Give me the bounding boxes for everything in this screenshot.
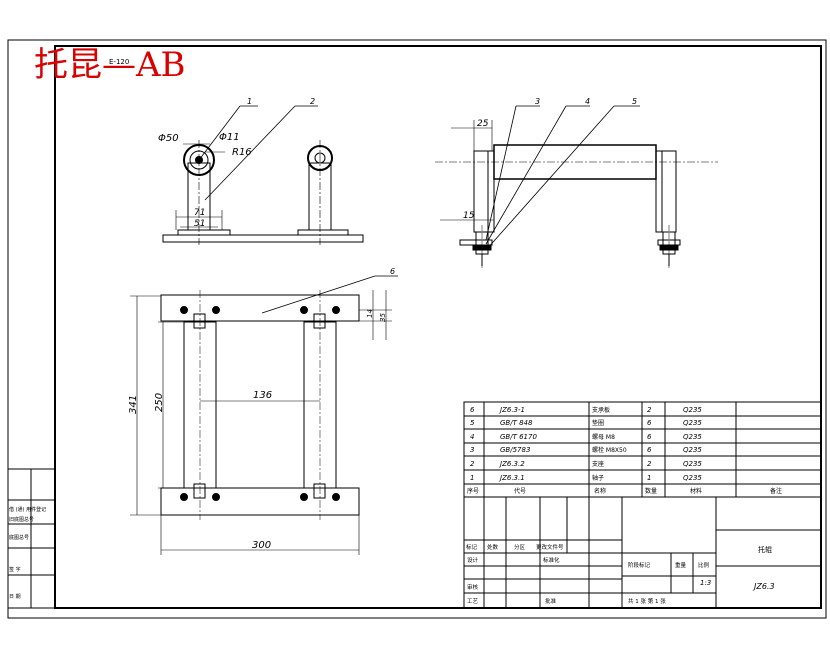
- part-row-no: 1: [470, 474, 474, 482]
- part-row-material: Q235: [683, 406, 702, 414]
- sheet-title: 托昆—AB: [34, 45, 186, 85]
- outer-border: [7, 39, 827, 619]
- strip-row-1: 旧底图总号: [9, 516, 34, 523]
- tb-weight: 重量: [675, 561, 687, 569]
- part-row-code: JZ6.3.1: [498, 474, 525, 482]
- dim-51: 51: [194, 219, 205, 229]
- parts-header-note: 备注: [770, 487, 782, 495]
- strip-row-4: 日 期: [9, 594, 21, 600]
- tb-sheets: 共 1 张 第 1 张: [628, 597, 666, 605]
- part-row-name: 支座: [592, 460, 604, 468]
- balloon-6: 6: [390, 267, 395, 276]
- strip-row-3: 签 字: [9, 566, 21, 573]
- part-row-name: 螺栓 M8X50: [592, 446, 627, 454]
- balloon-1: 1: [247, 97, 252, 106]
- tb-change-doc: 更改文件号: [536, 543, 564, 551]
- tb-mark: 标记: [466, 543, 478, 551]
- front-view: [162, 105, 364, 245]
- part-row-qty: 1: [647, 474, 651, 482]
- parts-list-grid: [463, 401, 822, 498]
- tb-stage: 阶段标记: [628, 561, 651, 569]
- balloon-5: 5: [632, 97, 637, 106]
- part-row-no: 3: [470, 446, 474, 454]
- balloon-2: 2: [310, 97, 315, 106]
- balloon-3: 3: [535, 97, 540, 106]
- part-row-code: GB/T 848: [500, 419, 533, 427]
- small-code: E-120: [109, 58, 129, 66]
- part-row-no: 5: [470, 419, 475, 427]
- inner-frame: [54, 45, 822, 609]
- part-row-material: Q235: [683, 474, 702, 482]
- tb-standardize: 标准化: [543, 556, 560, 564]
- left-strip: [7, 468, 56, 609]
- parts-header-name: 名称: [594, 487, 606, 495]
- dim-14: 14: [366, 309, 374, 318]
- strip-row-2: 底图总号: [9, 534, 29, 541]
- part-row-no: 2: [470, 460, 475, 468]
- dim-250: 250: [154, 393, 165, 412]
- tb-check: 审核: [467, 583, 479, 591]
- tb-drawing-no: JZ6.3: [752, 582, 775, 591]
- part-row-name: 支承板: [592, 406, 610, 414]
- parts-header-qty: 数量: [645, 487, 657, 495]
- tb-zone: 分区: [514, 543, 526, 551]
- part-row-name: 轴子: [592, 474, 604, 482]
- part-row-qty: 6: [647, 446, 652, 454]
- dim-71: 71: [194, 208, 205, 218]
- tb-design: 设计: [467, 556, 479, 564]
- part-row-qty: 2: [647, 460, 652, 468]
- part-row-no: 6: [470, 406, 475, 414]
- parts-rows: 6 JZ6.3-1 支承板 2 Q235 5 GB/T 848 垫圈 6 Q23…: [467, 406, 782, 495]
- tb-scale: 比例: [698, 561, 710, 569]
- dim-phi50: Φ50: [158, 133, 179, 144]
- plan-view: [130, 275, 398, 555]
- part-row-material: Q235: [683, 446, 702, 454]
- part-row-name: 垫圈: [592, 419, 604, 427]
- parts-header-no: 序号: [467, 487, 479, 495]
- part-row-name: 螺母 M8: [592, 433, 615, 441]
- part-row-qty: 6: [647, 433, 652, 441]
- parts-header-code: 代号: [514, 487, 526, 495]
- part-row-qty: 6: [647, 419, 652, 427]
- part-row-code: JZ6.3.2: [498, 460, 525, 468]
- dim-r16: R16: [232, 147, 252, 158]
- dim-15: 15: [463, 211, 475, 221]
- dim-300: 300: [252, 540, 271, 551]
- dim-35: 35: [379, 313, 387, 322]
- side-view: [435, 105, 718, 268]
- tb-scale-value: 1:3: [700, 579, 711, 587]
- tb-craft: 工艺: [467, 598, 479, 605]
- balloon-4: 4: [585, 97, 590, 106]
- tb-part-name: 托辊: [758, 545, 772, 554]
- part-row-material: Q235: [683, 433, 702, 441]
- part-row-code: GB/T 6170: [500, 433, 537, 441]
- tb-count: 处数: [487, 543, 499, 551]
- dim-phi11: Φ11: [219, 132, 240, 143]
- strip-row-0: 借 (通) 用件登记: [9, 506, 46, 513]
- part-row-material: Q235: [683, 419, 702, 427]
- title-block-grid: [463, 496, 822, 609]
- tb-approve: 批准: [545, 597, 557, 605]
- dim-341: 341: [128, 395, 139, 414]
- dim-136: 136: [253, 390, 272, 401]
- dim-25: 25: [477, 119, 489, 129]
- part-row-material: Q235: [683, 460, 702, 468]
- part-row-qty: 2: [647, 406, 652, 414]
- part-row-code: GB/5783: [500, 446, 530, 454]
- part-row-code: JZ6.3-1: [498, 406, 525, 414]
- parts-header-material: 材料: [690, 487, 702, 495]
- part-row-no: 4: [470, 433, 474, 441]
